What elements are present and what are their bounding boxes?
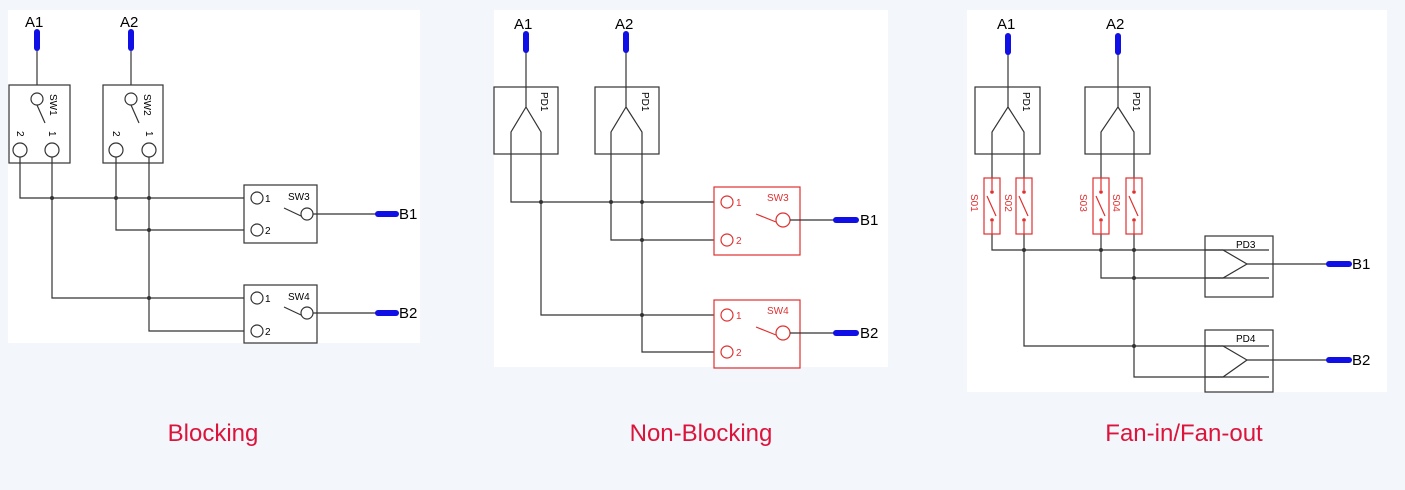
sw4-label: SW4 bbox=[767, 306, 789, 317]
non-blocking-diagram: A1 A2 B1 B2 PD1 PD1 SW3 SW4 1 2 1 2 bbox=[493, 16, 878, 369]
sw1-pin-2-label: 2 bbox=[14, 131, 25, 137]
output-label-b1: B1 bbox=[399, 206, 417, 223]
fan-in-fan-out-diagram: A1 A2 B1 B2 PD1 PD1 PD3 PD4 S01 S02 S03 … bbox=[968, 16, 1370, 393]
output-label-b1: B1 bbox=[860, 212, 878, 229]
sw4-pin-1-label: 1 bbox=[265, 294, 271, 305]
pd1-right-label: PD1 bbox=[1130, 92, 1141, 112]
pd3-box bbox=[1204, 235, 1274, 298]
input-label-a2: A2 bbox=[1106, 16, 1124, 33]
pd1-right-label: PD1 bbox=[639, 92, 650, 112]
pd4-box bbox=[1204, 329, 1274, 393]
sw2-pin-1-label: 1 bbox=[143, 131, 154, 137]
sw2-label: SW2 bbox=[141, 94, 152, 116]
caption-fan-in-fan-out: Fan-in/Fan-out bbox=[1105, 420, 1263, 447]
sw1-label: SW1 bbox=[47, 94, 58, 116]
shutter-s03-label: S03 bbox=[1077, 194, 1088, 212]
blocking-diagram-panel: A1 A2 B1 B2 SW1 SW2 2 1 2 1 SW3 SW4 1 2 … bbox=[8, 10, 420, 344]
pd1-left-label: PD1 bbox=[1020, 92, 1031, 112]
sw4-pin-1-label: 1 bbox=[736, 311, 742, 322]
sw4-pin-2-label: 2 bbox=[736, 348, 742, 359]
pd4-label: PD4 bbox=[1236, 334, 1256, 345]
sw2-pin-2-label: 2 bbox=[110, 131, 121, 137]
sw4-box bbox=[243, 284, 318, 344]
sw4-pin-2-label: 2 bbox=[265, 327, 271, 338]
input-label-a1: A1 bbox=[997, 16, 1015, 33]
sw3-box bbox=[713, 186, 801, 256]
sw2-box bbox=[102, 84, 164, 164]
sw4-label: SW4 bbox=[288, 292, 310, 303]
sw3-pin-2-label: 2 bbox=[265, 226, 271, 237]
input-label-a2: A2 bbox=[615, 16, 633, 33]
shutter-s04-label: S04 bbox=[1110, 194, 1121, 212]
sw3-label: SW3 bbox=[288, 192, 310, 203]
sw3-pin-2-label: 2 bbox=[736, 236, 742, 247]
output-label-b2: B2 bbox=[399, 305, 417, 322]
blocking-diagram: A1 A2 B1 B2 SW1 SW2 2 1 2 1 SW3 SW4 1 2 … bbox=[8, 14, 417, 344]
pd3-label: PD3 bbox=[1236, 240, 1256, 251]
non-blocking-diagram-panel: A1 A2 B1 B2 PD1 PD1 SW3 SW4 1 2 1 2 bbox=[493, 10, 888, 369]
sw1-box bbox=[8, 84, 71, 164]
caption-blocking: Blocking bbox=[167, 420, 259, 447]
input-label-a1: A1 bbox=[514, 16, 532, 33]
input-label-a2: A2 bbox=[120, 14, 138, 31]
sw3-pin-1-label: 1 bbox=[736, 198, 742, 209]
pd1-left-label: PD1 bbox=[538, 92, 549, 112]
sw3-pin-1-label: 1 bbox=[265, 194, 271, 205]
sw1-pin-1-label: 1 bbox=[46, 131, 57, 137]
fan-in-fan-out-diagram-panel: A1 A2 B1 B2 PD1 PD1 PD3 PD4 S01 S02 S03 … bbox=[967, 10, 1387, 393]
input-label-a1: A1 bbox=[25, 14, 43, 31]
shutter-s02-label: S02 bbox=[1002, 194, 1013, 212]
pd1-right-box bbox=[594, 86, 660, 155]
output-label-b2: B2 bbox=[860, 325, 878, 342]
output-label-b1: B1 bbox=[1352, 256, 1370, 273]
sw3-label: SW3 bbox=[767, 193, 789, 204]
caption-non-blocking: Non-Blocking bbox=[629, 420, 773, 447]
shutter-s01-label: S01 bbox=[968, 194, 979, 212]
output-label-b2: B2 bbox=[1352, 352, 1370, 369]
sw4-box bbox=[713, 299, 801, 369]
